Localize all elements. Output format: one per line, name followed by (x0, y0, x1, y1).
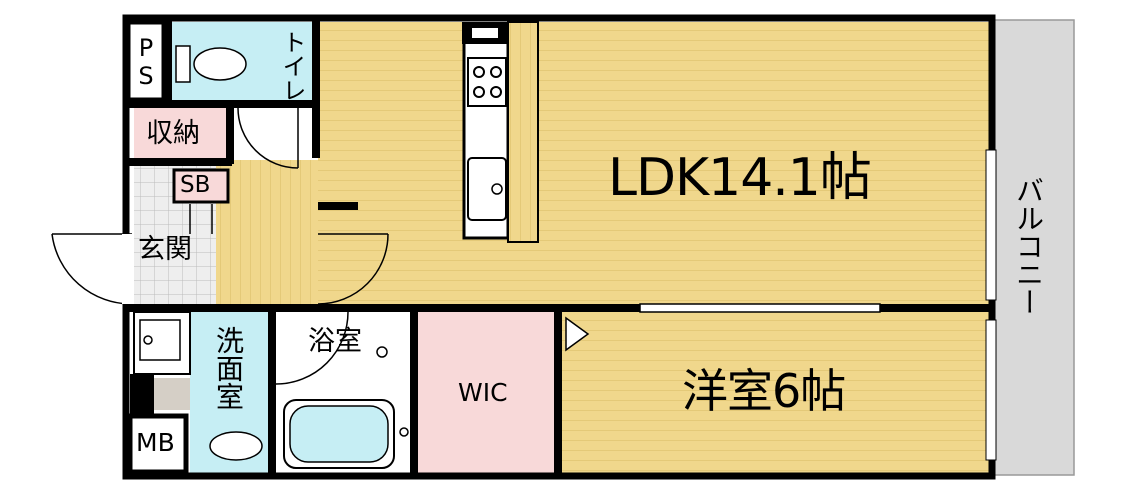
balcony-label: バルコニー (1012, 176, 1045, 316)
wall (166, 18, 172, 104)
window (985, 149, 997, 301)
mb-box (127, 413, 189, 475)
wall (312, 18, 320, 158)
wall (126, 158, 232, 166)
balcony-area (991, 19, 1075, 476)
wall (554, 312, 562, 476)
ps-label: PS (132, 34, 160, 90)
wall (410, 312, 418, 476)
washer-pan-icon (139, 319, 181, 361)
western-room-floor (556, 312, 990, 474)
entrance-label: 玄関 (138, 234, 192, 265)
storage-label: 収納 (146, 118, 200, 149)
sink-drain-icon (491, 183, 503, 195)
wall (126, 304, 640, 312)
western-room-label: 洋室6帖 (682, 364, 846, 418)
shower-icon (376, 346, 388, 358)
sb-box (172, 168, 230, 204)
entrance-door-swing (51, 233, 133, 305)
washer-drain-icon (143, 335, 153, 345)
sliding-door-track (639, 303, 881, 313)
toilet-bowl-icon (193, 47, 247, 81)
mb-label: MB (136, 428, 175, 457)
stove (467, 57, 507, 107)
sink (467, 157, 507, 221)
toilet-door-swing (237, 107, 299, 169)
bathroom-label: 浴室 (308, 326, 362, 357)
ldk-door-swing (317, 233, 389, 305)
wic-label: WIC (458, 378, 508, 407)
faucet-icon (399, 427, 409, 437)
wall (318, 202, 358, 210)
storage-floor (134, 108, 230, 160)
burner-icon (490, 66, 502, 78)
window (985, 319, 997, 461)
kitchen-wood-top (507, 21, 539, 243)
bathtub-water (289, 405, 389, 463)
wall (226, 104, 234, 164)
wall (130, 374, 154, 414)
burner-icon (490, 86, 502, 98)
ldk-floor (318, 22, 990, 306)
toilet-tank (175, 45, 191, 83)
wall (880, 304, 992, 312)
sb-label: SB (180, 172, 211, 198)
burner-icon (473, 86, 485, 98)
shelf-area (154, 378, 190, 410)
burner-icon (473, 66, 485, 78)
hall-floor (216, 160, 318, 306)
entrance-opening (122, 234, 134, 304)
wic-door-arrow-icon (565, 316, 590, 352)
washbasin-icon (209, 431, 263, 461)
range-hood-inner (472, 28, 498, 38)
bathroom-door-swing (275, 311, 349, 385)
wall (268, 312, 276, 476)
wall (126, 100, 316, 108)
ldk-label: LDK14.1帖 (608, 148, 872, 208)
washroom-label: 洗面室 (212, 326, 245, 410)
toilet-label: トイレ (278, 30, 306, 102)
wic-floor (418, 312, 556, 474)
